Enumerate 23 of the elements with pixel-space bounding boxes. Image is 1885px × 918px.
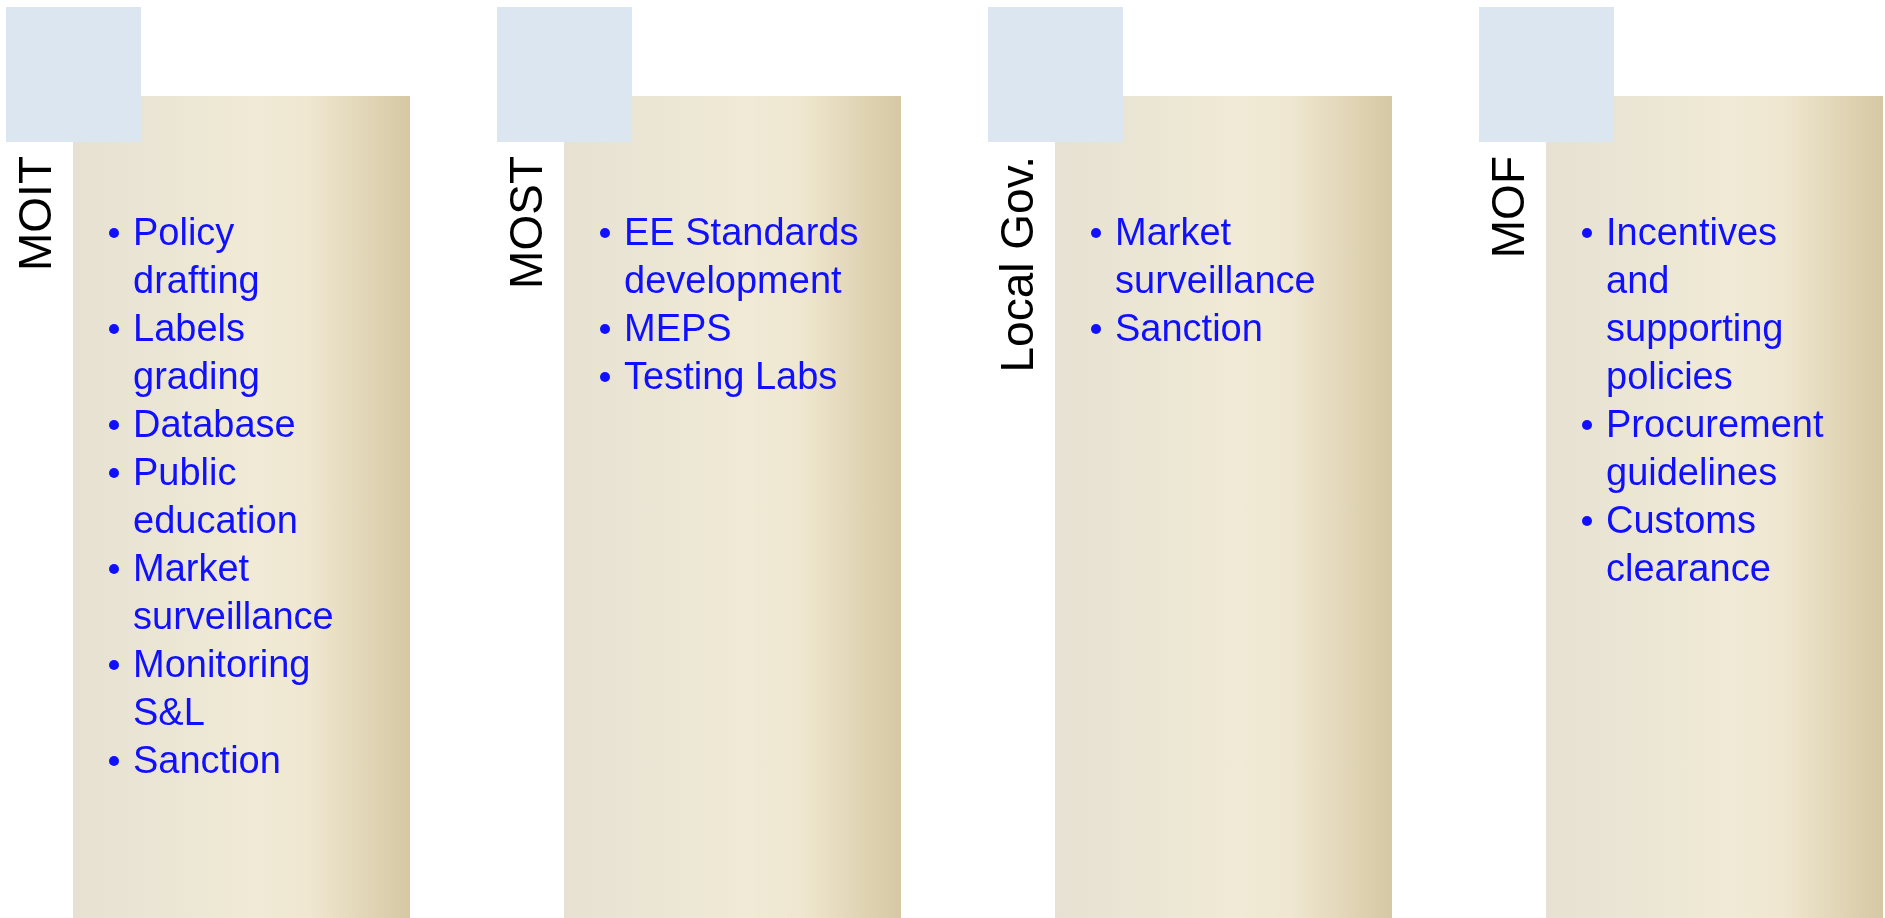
column-heading: MOST [503, 156, 549, 289]
square-block [988, 7, 1123, 142]
list-item: Procurement guidelines [1606, 403, 1824, 493]
list-item: Customs clearance [1606, 499, 1771, 589]
column-heading: Local Gov. [994, 156, 1040, 373]
list-item: Sanction [133, 739, 281, 781]
list-item: MEPS [624, 307, 732, 349]
list-item: Labels grading [133, 307, 260, 397]
list-item: Monitoring S&L [133, 643, 311, 733]
column-heading: MOIT [12, 156, 58, 271]
list-item: Public education [133, 451, 298, 541]
list-item: Sanction [1115, 307, 1263, 349]
column-heading: MOF [1485, 156, 1531, 259]
list-item: Market surveillance [133, 547, 334, 637]
square-block [497, 7, 632, 142]
square-block [6, 7, 141, 142]
list-item: Database [133, 403, 296, 445]
square-block [1479, 7, 1614, 142]
list-item: EE Standards development [624, 211, 859, 301]
list-item: Incentives and supporting policies [1606, 211, 1784, 397]
list-item: Testing Labs [624, 355, 838, 397]
list-item: Market surveillance [1115, 211, 1316, 301]
list-item: Policy drafting [133, 211, 260, 301]
